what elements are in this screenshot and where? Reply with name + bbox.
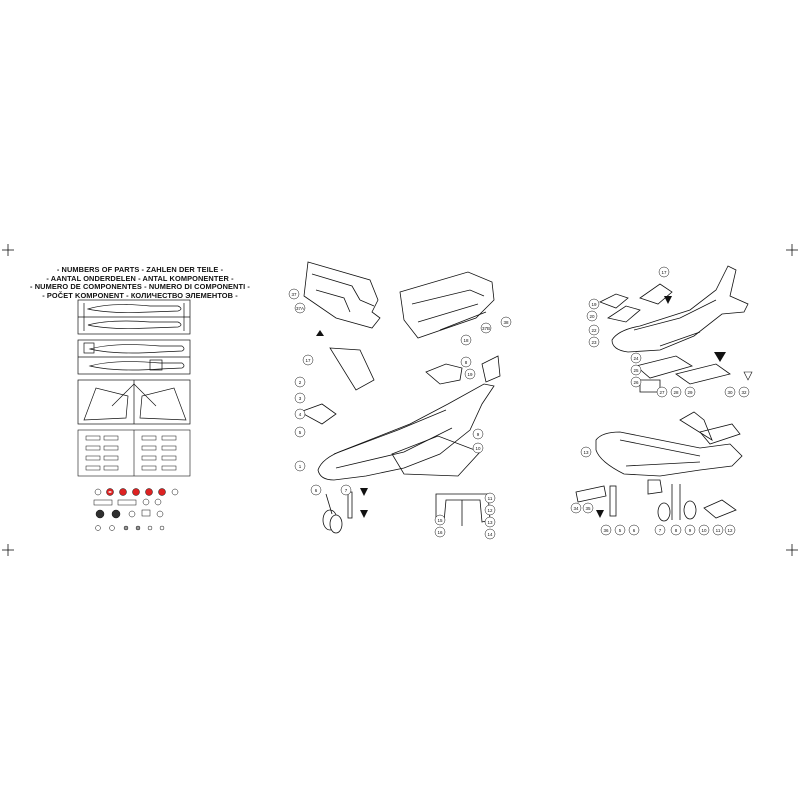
- callout-c-23: 23: [591, 340, 597, 345]
- panel-c-callouts-upper: 17 19 20 22 23 24 25 26 27 28 29 30 32: [586, 266, 750, 398]
- callout-c-32: 32: [741, 390, 747, 395]
- callout-14: 14: [487, 532, 493, 537]
- callout-19: 19: [467, 372, 473, 377]
- callout-15: 15: [437, 518, 443, 523]
- panel-c-aircraft-upper: [599, 265, 749, 393]
- panel-b-wing-upper-right: [399, 271, 495, 339]
- decal-sheet: [93, 488, 179, 531]
- callout-1: 1: [299, 464, 302, 469]
- callout-c-25: 25: [633, 368, 639, 373]
- callout-c-29: 29: [687, 390, 693, 395]
- panel-b-arrows: [316, 330, 368, 518]
- callout-c-11: 11: [716, 528, 721, 533]
- title-line-3: - NUMERO DE COMPONENTES - NUMERO DI COMP…: [30, 282, 250, 292]
- panel-c-aircraft-lower: [575, 411, 743, 522]
- callout-6: 6: [315, 488, 318, 493]
- callout-c-9: 9: [689, 528, 692, 533]
- panel-b-landing-gear: [322, 491, 491, 534]
- callout-c-13: 13: [583, 450, 589, 455]
- sprue-frame-3: [77, 379, 191, 425]
- callout-c-22: 22: [591, 328, 597, 333]
- callout-37: 37: [291, 292, 297, 297]
- sprue-frame-4: [77, 429, 191, 477]
- callout-c-12: 12: [727, 528, 733, 533]
- crop-marks: [1, 243, 799, 557]
- panel-c-callouts-lower: 34 35 36 5 6 7 8 9 10 11 12 13: [570, 446, 736, 536]
- callout-c-5: 5: [619, 528, 622, 533]
- panel-c-arrows: [664, 296, 753, 381]
- callout-4: 4: [299, 412, 302, 417]
- panel-c-lower-arrows: [596, 510, 604, 518]
- callout-c-10: 10: [701, 528, 707, 533]
- callout-8: 8: [465, 360, 468, 365]
- callout-7: 7: [345, 488, 348, 493]
- callout-3: 3: [299, 396, 302, 401]
- callout-10: 10: [475, 446, 481, 451]
- callout-37a: 37A: [296, 306, 304, 311]
- panel-b-callouts: 37 37A 37B 38 18 19 1 2 3 4 5 6 7 8 9 10…: [288, 288, 512, 540]
- callout-c-7: 7: [659, 528, 662, 533]
- title-line-2: - AANTAL ONDERDELEN - ANTAL KOMPONENTER …: [46, 273, 234, 283]
- callout-c-6: 6: [633, 528, 636, 533]
- sprue-frame-2: [77, 339, 191, 375]
- callout-c-28: 28: [673, 390, 679, 395]
- sprue-frame-1: [77, 299, 191, 335]
- callout-11: 11: [488, 496, 493, 501]
- callout-2: 2: [299, 380, 302, 385]
- panel-b-wing-upper-left: [303, 261, 381, 329]
- callout-c-17: 17: [661, 270, 667, 275]
- panel-b-fuselage: [299, 347, 501, 481]
- callout-12: 12: [487, 508, 493, 513]
- callout-c-26: 26: [633, 380, 639, 385]
- callout-c-30: 30: [727, 390, 733, 395]
- callout-c-36: 36: [603, 528, 609, 533]
- title-line-4: - POČET KOMPONENT - КОЛИЧЕСТВО ЭЛЕМЕНТОВ…: [42, 290, 238, 300]
- callout-9: 9: [477, 432, 480, 437]
- callout-18: 18: [463, 338, 469, 343]
- callout-c-35: 35: [585, 506, 591, 511]
- callout-c-24: 24: [633, 356, 639, 361]
- parts-list-title: - NUMBERS OF PARTS - ZAHLEN DER TEILE - …: [20, 265, 260, 300]
- callout-5: 5: [299, 430, 302, 435]
- callout-c-8: 8: [675, 528, 678, 533]
- callout-c-20: 20: [589, 314, 595, 319]
- callout-c-19: 19: [591, 302, 597, 307]
- callout-c-34: 34: [573, 506, 579, 511]
- callout-17: 17: [305, 358, 311, 363]
- callout-c-27: 27: [659, 390, 665, 395]
- callout-16: 16: [437, 530, 443, 535]
- callout-37b: 37B: [482, 326, 490, 331]
- callout-13: 13: [487, 520, 493, 525]
- callout-38: 38: [503, 320, 509, 325]
- title-line-1: - NUMBERS OF PARTS - ZAHLEN DER TEILE -: [56, 265, 224, 274]
